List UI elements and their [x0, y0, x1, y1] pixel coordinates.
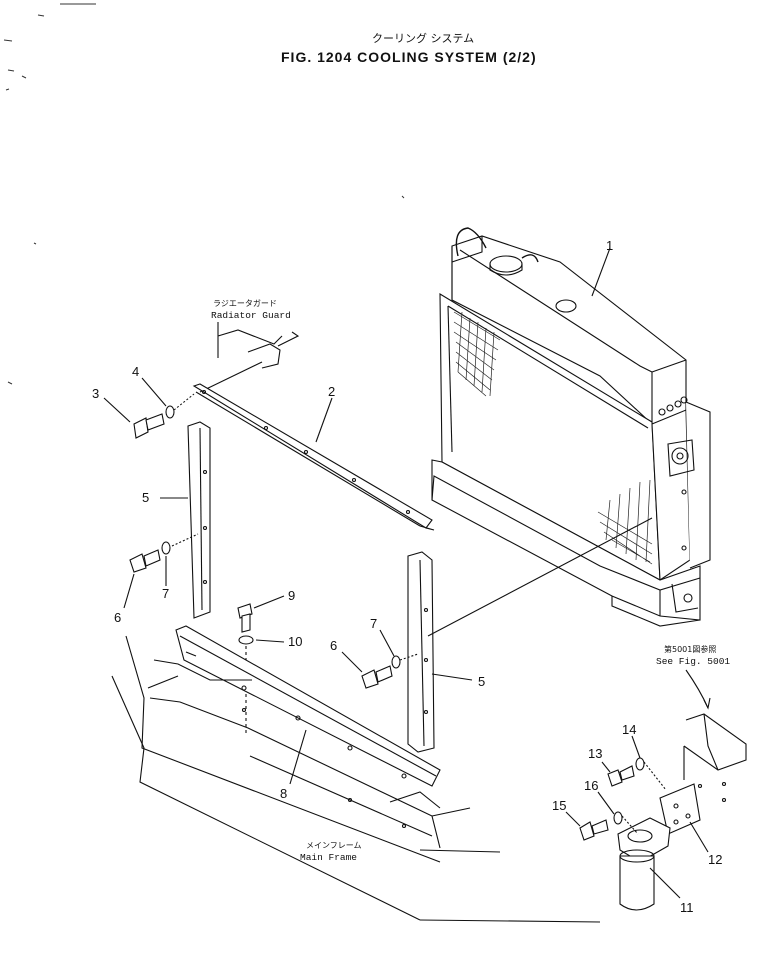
washer-14 [635, 757, 645, 771]
callout-7-right: 7 [370, 616, 377, 631]
main-frame [111, 635, 601, 923]
see-fig-en: See Fig. 5001 [656, 656, 730, 667]
washer-7-right [391, 655, 401, 669]
bolt-3 [133, 413, 165, 439]
main-frame-jp: メインフレーム [306, 841, 362, 850]
bolt-15 [579, 819, 609, 841]
leader-1 [591, 247, 611, 297]
callout-2: 2 [328, 384, 335, 399]
callout-14: 14 [622, 722, 636, 737]
callout-13: 13 [588, 746, 602, 761]
main-frame-en: Main Frame [300, 852, 357, 863]
callout-1: 1 [606, 238, 613, 253]
bolt-13 [607, 765, 635, 787]
guard-bar-lower [175, 625, 441, 787]
bolt-heads [658, 396, 688, 551]
callout-7-left: 7 [162, 586, 169, 601]
callout-9: 9 [288, 588, 295, 603]
washer-4 [165, 405, 175, 419]
washer-10 [238, 635, 254, 645]
callout-15: 15 [552, 798, 566, 813]
bolt-6-right [361, 665, 393, 689]
title-english: FIG. 1204 COOLING SYSTEM (2/2) [281, 49, 537, 65]
callout-6-left: 6 [114, 610, 121, 625]
callout-11: 11 [680, 900, 694, 915]
washer-16 [613, 811, 623, 825]
callout-4: 4 [132, 364, 139, 379]
side-bar-right [407, 551, 435, 753]
title-japanese: クーリング システム [372, 31, 474, 45]
callout-10: 10 [288, 634, 302, 649]
scan-specks [3, 3, 405, 385]
leader-2 [315, 397, 333, 443]
callout-16: 16 [584, 778, 598, 793]
callout-8: 8 [280, 786, 287, 801]
radiator-core-mesh [453, 311, 653, 565]
see-fig-jp: 第5001図参照 [664, 644, 716, 654]
callout-6-right: 6 [330, 638, 337, 653]
guard-bar-upper [192, 383, 435, 531]
bolt-9 [237, 603, 253, 633]
radiator-assembly [431, 227, 711, 627]
callout-12: 12 [708, 852, 722, 867]
radiator-guard-en: Radiator Guard [211, 310, 291, 321]
callout-5-right: 5 [478, 674, 485, 689]
radiator-guard-jp: ラジエータガード [213, 298, 277, 308]
bracket-12 [659, 783, 701, 835]
filter-11 [617, 817, 671, 911]
washer-7-left [161, 541, 171, 555]
callout-3: 3 [92, 386, 99, 401]
side-bar-left [187, 421, 211, 619]
callout-5-left: 5 [142, 490, 149, 505]
bolt-6-left [129, 549, 161, 573]
